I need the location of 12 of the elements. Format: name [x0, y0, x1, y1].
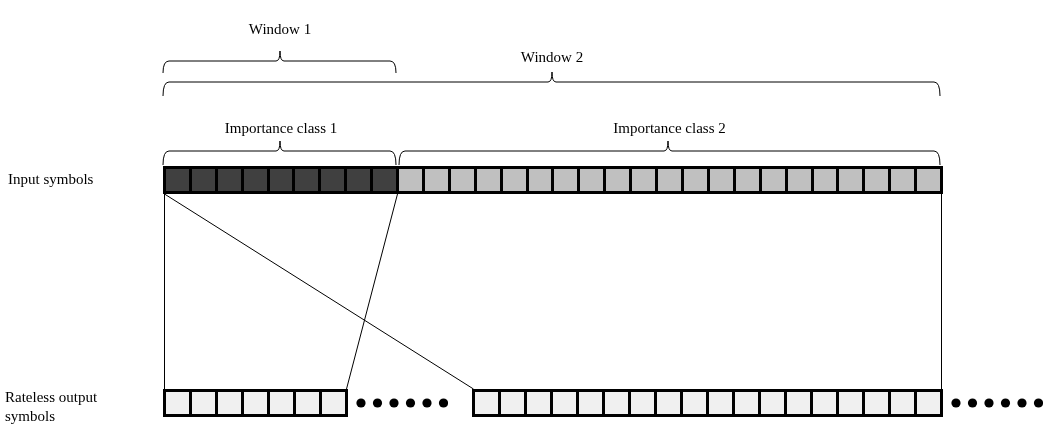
text-label: Rateless output symbols	[5, 389, 98, 424]
caption-text: Importance class 2	[613, 119, 726, 138]
caption-text: Importance class 1	[224, 119, 338, 138]
connector-line	[346, 193, 398, 390]
connector-line	[941, 193, 942, 390]
symbol-bar	[472, 389, 943, 417]
text-label: Window 1	[248, 21, 312, 37]
text-label: Input symbols	[8, 171, 94, 187]
connector-line	[164, 193, 165, 390]
connector-line	[164, 193, 474, 390]
text-label: Window 2	[520, 49, 584, 65]
symbol-bar	[163, 389, 348, 417]
